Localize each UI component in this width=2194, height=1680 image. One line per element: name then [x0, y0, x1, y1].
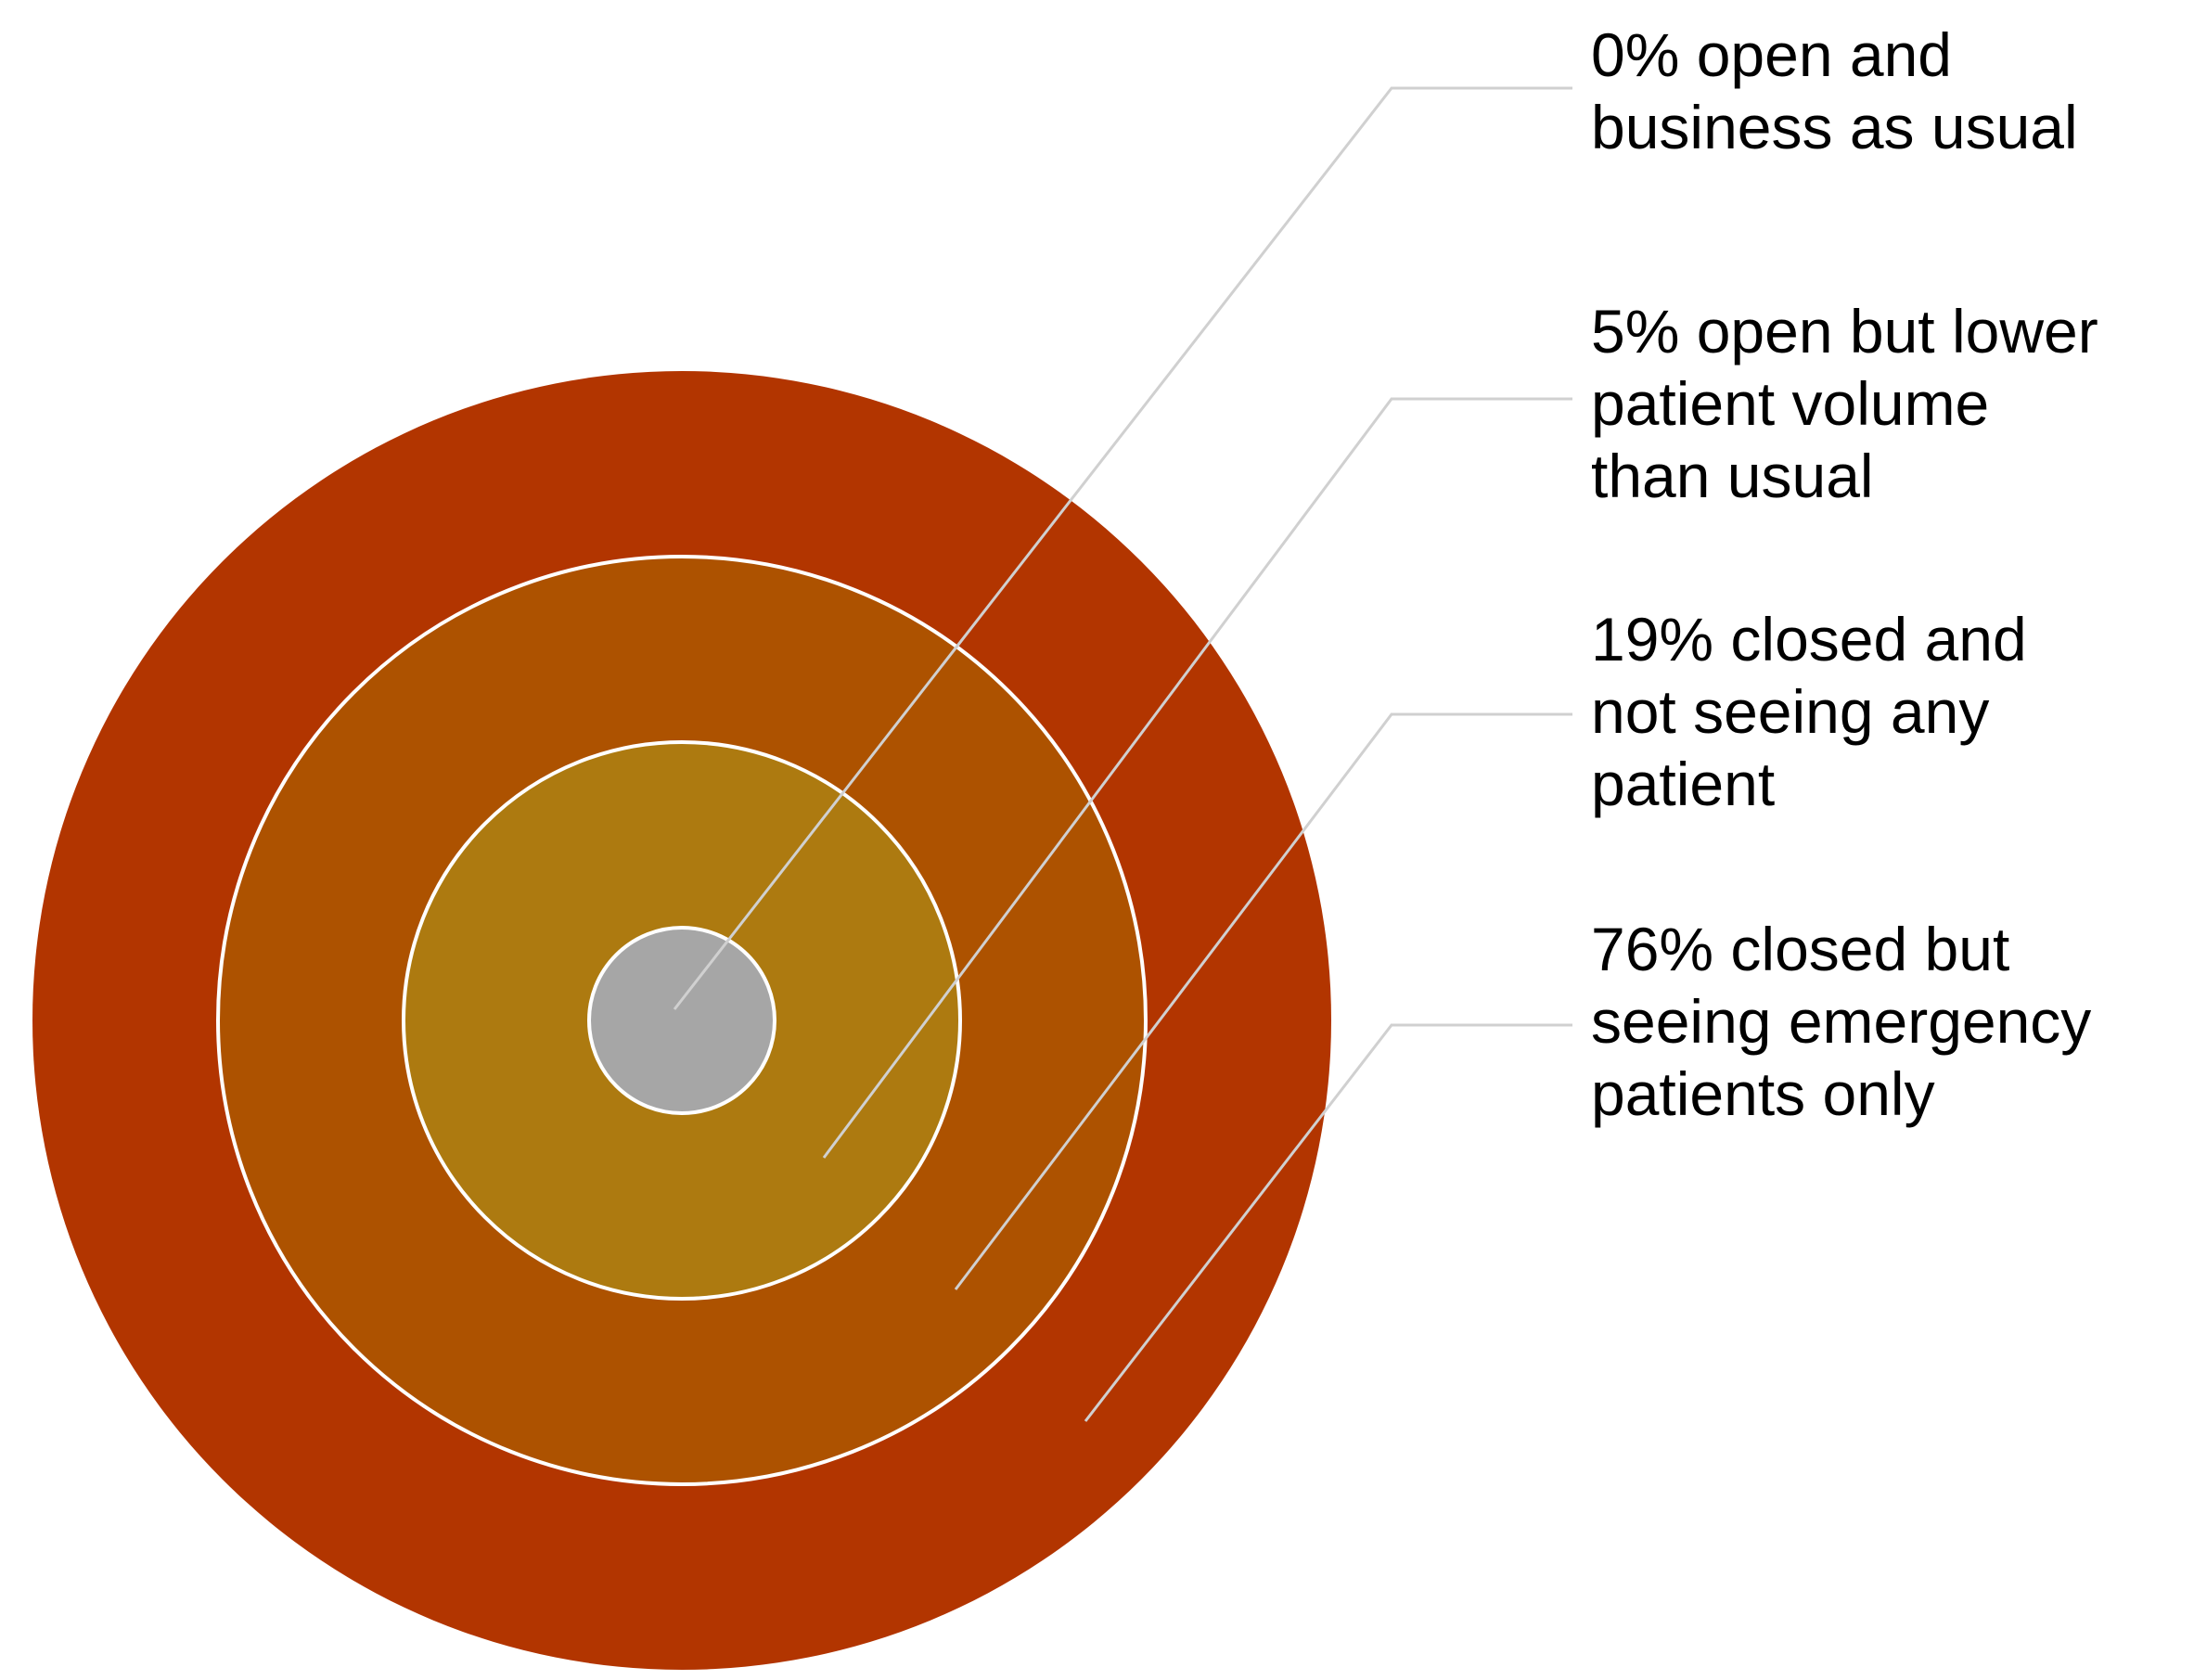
label-line: 0% open and [1591, 20, 1952, 89]
label-line: patient [1591, 750, 1775, 818]
label-line: seeing emergency [1591, 987, 2091, 1056]
label-line: 76% closed but [1591, 915, 2009, 983]
label-line: patients only [1591, 1059, 1935, 1128]
leader-line-0-percent [673, 86, 1572, 1010]
label-line: than usual [1591, 442, 1874, 510]
ring-0-percent [587, 926, 776, 1115]
label-line: business as usual [1591, 93, 2078, 161]
rings-group [32, 371, 1331, 1670]
label-line: patient volume [1591, 369, 1989, 438]
leader-lines-group [673, 86, 1572, 1422]
label-line: 5% open but lower [1591, 297, 2098, 365]
label-line: 19% closed and [1591, 605, 2027, 673]
label-line: not seeing any [1591, 677, 1989, 746]
leader-line-76-percent [1084, 1023, 1572, 1422]
leader-line-5-percent [822, 397, 1572, 1159]
leader-line-19-percent [954, 712, 1572, 1290]
